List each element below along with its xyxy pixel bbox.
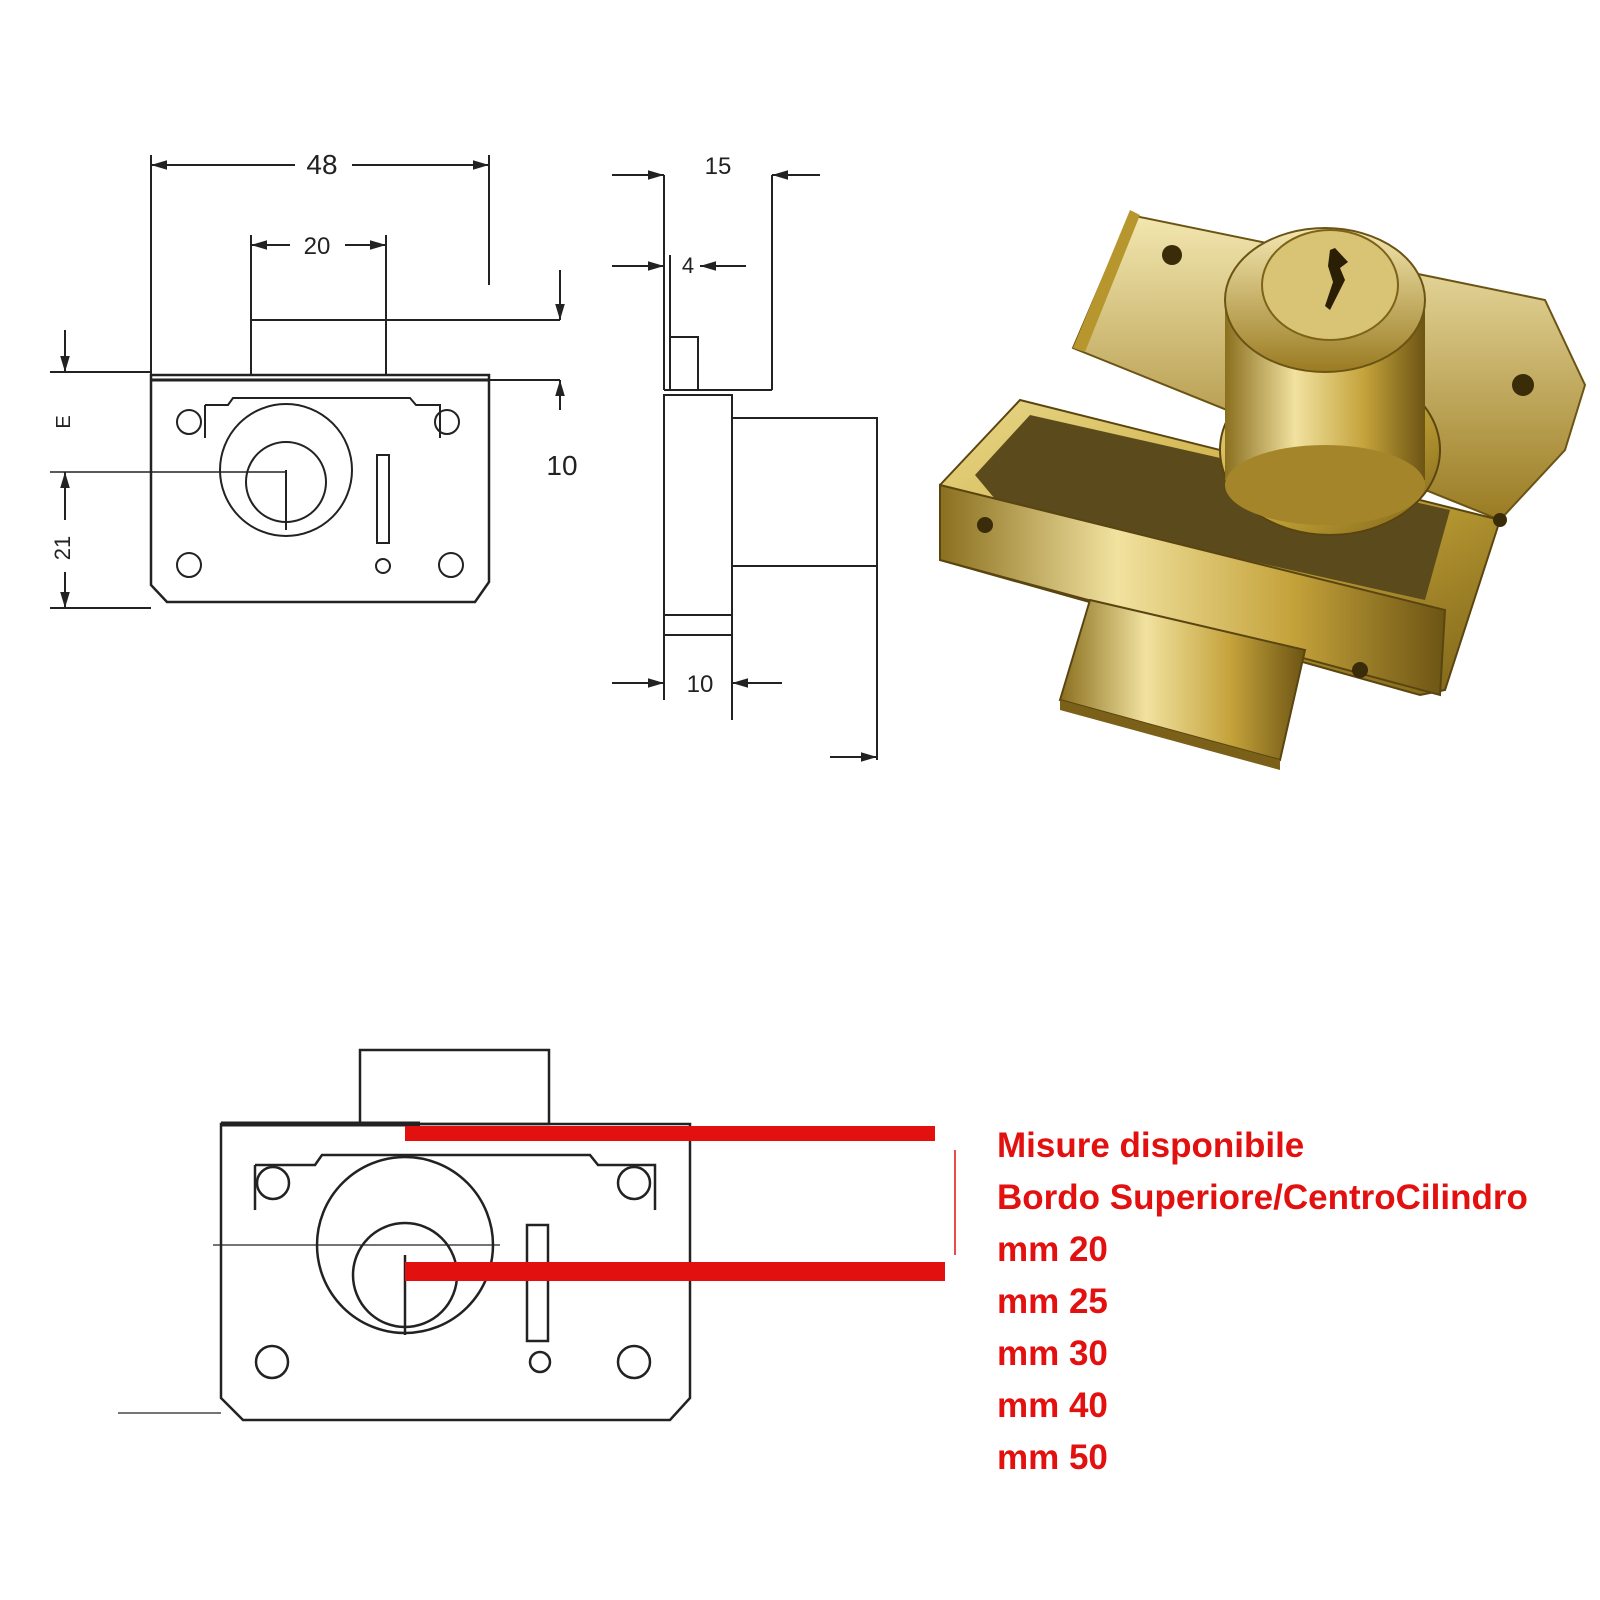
sizes-title: Misure disponibile: [997, 1126, 1305, 1165]
dim-e-label: E: [53, 415, 75, 428]
dim-plate-label: 4: [682, 253, 694, 278]
front-view-drawing: [50, 155, 565, 609]
available-sizes-panel: Misure disponibile Bordo Superiore/Centr…: [997, 1120, 1528, 1484]
side-view-drawing: [612, 170, 878, 762]
dim-21-label: 21: [50, 536, 75, 560]
cylinder-center-marker: [405, 1262, 945, 1281]
dim-bolt-width-label: 20: [304, 233, 331, 260]
size-option: mm 40: [997, 1386, 1108, 1425]
top-edge-marker: [405, 1126, 935, 1141]
sizes-subtitle: Bordo Superiore/CentroCilindro: [997, 1178, 1528, 1217]
size-option: mm 30: [997, 1334, 1108, 1373]
dim-side-bolt-label: 10: [687, 671, 714, 698]
lock-product-photo: [939, 210, 1587, 770]
size-option: mm 20: [997, 1230, 1108, 1269]
size-option: mm 25: [997, 1282, 1108, 1321]
dim-depth-label: 15: [705, 153, 732, 180]
dim-bolt-height-label: 10: [546, 450, 577, 481]
dim-width-label: 48: [306, 149, 337, 180]
sizes-reference-drawing: [118, 1048, 956, 1422]
size-option: mm 50: [997, 1438, 1108, 1477]
